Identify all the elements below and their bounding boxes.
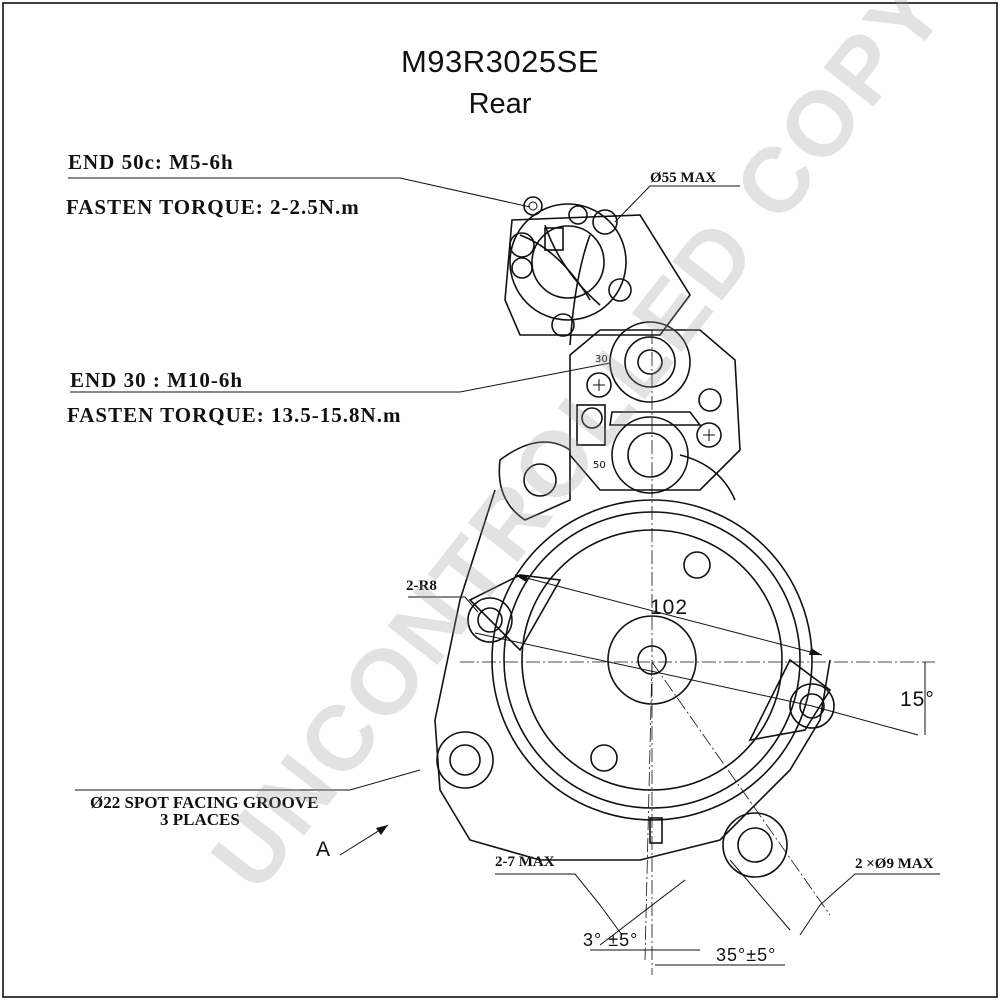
arrow-a-head <box>376 825 388 835</box>
dia-55-label: Ø55 MAX <box>650 170 717 186</box>
dim-102-label: 102 <box>650 596 689 619</box>
end-50-label: END 50c: M5-6h <box>68 150 234 174</box>
leader-dia9 <box>819 873 940 906</box>
dim-15-line <box>811 705 919 736</box>
terminal-30-label: 30 <box>595 354 608 365</box>
leader-27max <box>495 873 601 906</box>
torque-50-label: FASTEN TORQUE: 2-2.5N.m <box>66 195 360 219</box>
center-line-35 <box>651 661 831 916</box>
groove-label: Ø22 SPOT FACING GROOVE <box>90 793 319 812</box>
side-lug <box>498 441 571 521</box>
side-lug-hole <box>523 463 557 497</box>
body-outline <box>434 489 831 861</box>
solenoid-terminal-block <box>504 196 691 346</box>
view-subtitle: Rear <box>468 88 532 120</box>
angle-15-label: 15° <box>900 688 935 711</box>
radius-r8-label: 2-R8 <box>406 578 437 594</box>
max-27-label: 2-7 MAX <box>495 854 555 870</box>
leader-end30 <box>70 362 611 393</box>
angle-3-label: 3° ±5° <box>583 930 639 950</box>
places-label: 3 PLACES <box>160 810 240 829</box>
dia-9-label: 2 ×Ø9 MAX <box>855 856 934 872</box>
terminal-50-label: 50 <box>593 460 606 471</box>
torque-30-label: FASTEN TORQUE: 13.5-15.8N.m <box>67 403 402 427</box>
leader-r8 <box>408 596 479 613</box>
end-cover <box>436 499 835 878</box>
terminal-housing <box>569 321 741 501</box>
leader-groove <box>75 769 421 791</box>
end-30-label: END 30 : M10-6h <box>70 368 244 392</box>
leader-dia55 <box>614 185 740 223</box>
dim-102-line <box>514 574 823 656</box>
angle-35-label: 35°±5° <box>716 945 777 965</box>
leader-end50 <box>68 177 531 208</box>
view-a-label: A <box>316 838 332 861</box>
center-line-3 <box>644 661 653 961</box>
part-number-title: M93R3025SE <box>400 44 599 79</box>
